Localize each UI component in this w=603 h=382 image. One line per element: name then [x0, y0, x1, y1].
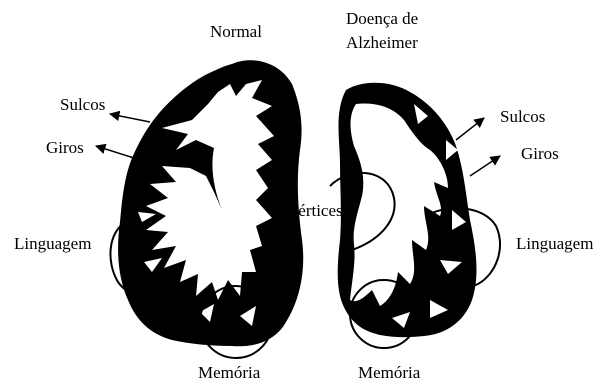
- label-alzheimer-line2: Alzheimer: [346, 33, 418, 52]
- label-giros-left: Giros: [46, 138, 84, 157]
- arrow-sulcos-left: [110, 114, 150, 122]
- diagram-labels: Normal Doença de Alzheimer Sulcos Giros …: [14, 9, 593, 382]
- arrow-giros-right: [470, 156, 500, 176]
- label-alzheimer-line1: Doença de: [346, 9, 418, 28]
- label-linguagem-right: Linguagem: [516, 234, 593, 253]
- label-normal: Normal: [210, 22, 262, 41]
- arrow-sulcos-right: [456, 118, 484, 140]
- arrow-giros-left: [96, 146, 134, 158]
- label-memoria-right: Memória: [358, 363, 421, 382]
- label-giros-right: Giros: [521, 144, 559, 163]
- label-memoria-left: Memória: [198, 363, 261, 382]
- label-linguagem-left: Linguagem: [14, 234, 91, 253]
- label-vertices: Vértices: [286, 201, 343, 220]
- label-sulcos-right: Sulcos: [500, 107, 545, 126]
- alzheimer-brain-hemisphere: [330, 83, 500, 348]
- label-sulcos-left: Sulcos: [60, 95, 105, 114]
- normal-brain-hemisphere: [110, 60, 303, 358]
